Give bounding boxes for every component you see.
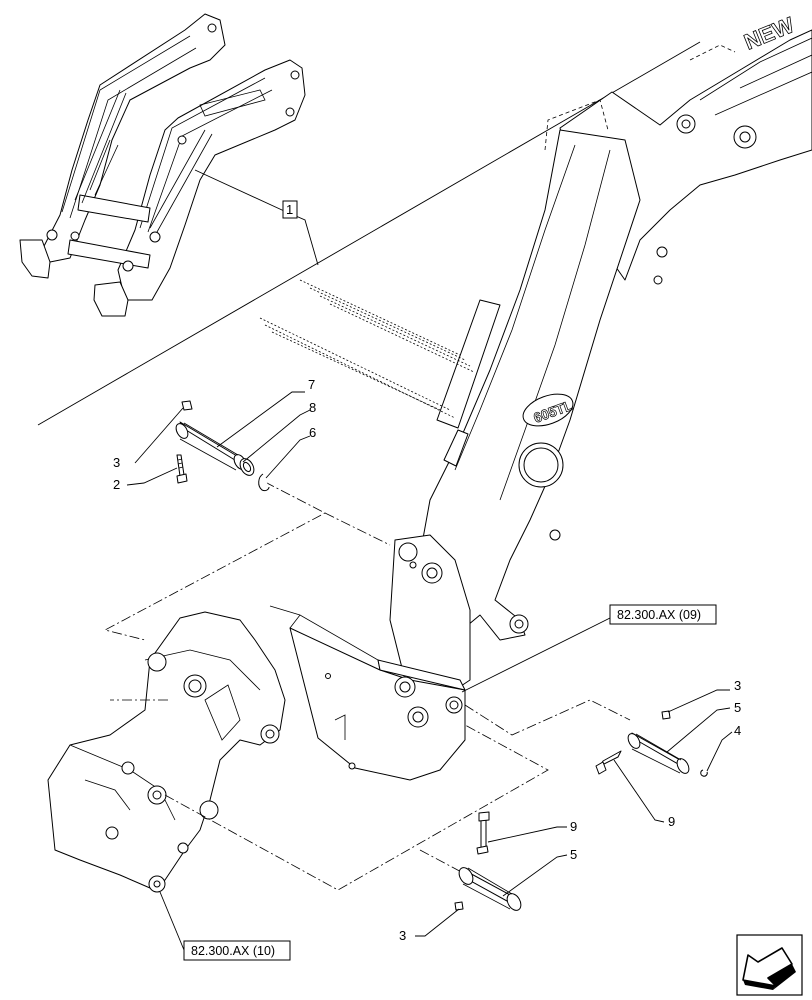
ref-lower-leader (159, 891, 185, 951)
pin-assembly-upper (175, 400, 270, 492)
ref-lower-label: 82.300.AX (10) (191, 944, 275, 958)
snap-ring-part (258, 473, 270, 492)
hydraulic-lines-hidden (259, 279, 475, 419)
snap-pin-part (700, 769, 708, 777)
bolt-part (480, 818, 487, 850)
callout-3a: 3 (113, 455, 120, 470)
callout-8-leader (242, 409, 311, 463)
tractor-mount-bracket (47, 611, 286, 893)
loader-arm-main: NEW 605TL (389, 12, 812, 701)
section-divider-line (37, 41, 701, 426)
callout-5a-leader (666, 707, 731, 753)
mounting-bracket (269, 605, 466, 781)
ref-upper-box (609, 604, 717, 625)
pin-assembly-right (595, 710, 708, 777)
callout-9b-leader (487, 826, 567, 843)
lock-nut-part (181, 400, 193, 411)
callout-2-leader (126, 467, 178, 486)
callout-4-leader (706, 731, 733, 772)
alignment-lines (103, 481, 631, 891)
front-loader-overview (19, 13, 306, 317)
lock-nut-part (454, 901, 464, 911)
callout-5a: 5 (734, 700, 741, 715)
callout-1-leader (194, 169, 319, 266)
callout-9a: 9 (668, 814, 675, 829)
callout-9b: 9 (570, 819, 577, 834)
callout-3b: 3 (734, 678, 741, 693)
callout-9a-leader (613, 759, 665, 823)
ref-upper-label: 82.300.AX (09) (617, 608, 701, 622)
ref-lower-box (183, 940, 291, 961)
callout-4: 4 (734, 723, 741, 738)
callout-7-leader (216, 391, 305, 448)
pivot-pin-part (179, 421, 244, 466)
callout-6-leader (265, 435, 311, 479)
callout-5b: 5 (570, 847, 577, 862)
callout-7: 7 (308, 377, 315, 392)
callout-8: 8 (309, 400, 316, 415)
callout-3c-leader (415, 908, 460, 937)
callout-3b-leader (667, 689, 730, 713)
pin-assembly-lower (454, 811, 522, 911)
callout-3a-leader (134, 407, 184, 464)
callout-5b-leader (502, 854, 568, 897)
callout-6: 6 (309, 425, 316, 440)
lock-nut-part (661, 710, 671, 720)
callout-1-box (282, 200, 298, 219)
next-page-arrow-icon[interactable] (736, 934, 803, 996)
bolt-part (176, 454, 185, 477)
callout-2: 2 (113, 477, 120, 492)
callout-3c: 3 (399, 928, 406, 943)
callout-1: 1 (286, 202, 293, 217)
ref-upper-leader (461, 617, 611, 693)
